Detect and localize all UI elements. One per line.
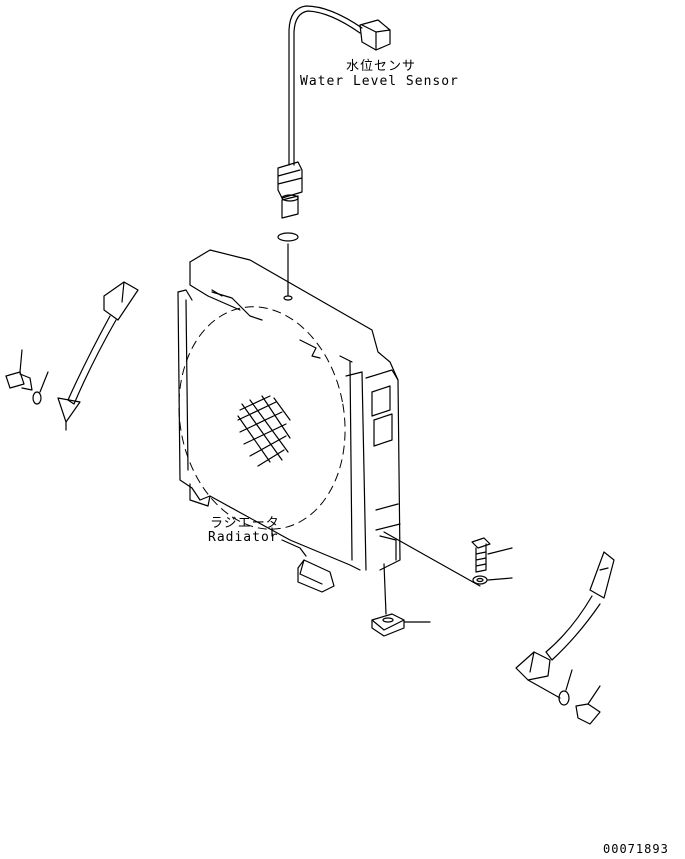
right-bolt-part — [471, 537, 491, 585]
water-level-sensor-part — [277, 5, 391, 219]
radiator-label-jp: ラジエータ — [210, 516, 280, 531]
water-level-sensor-label-jp: 水位センサ — [346, 59, 417, 74]
o-ring-part — [277, 232, 299, 301]
right-stay-part — [515, 551, 615, 725]
leader-lines — [271, 527, 513, 623]
radiator-part — [177, 249, 405, 637]
radiator-label-en: Radiator — [208, 530, 279, 545]
water-level-sensor-label-en: Water Level Sensor — [300, 74, 459, 89]
drawing-number: 00071893 — [603, 842, 669, 856]
left-stay-part — [5, 281, 139, 431]
